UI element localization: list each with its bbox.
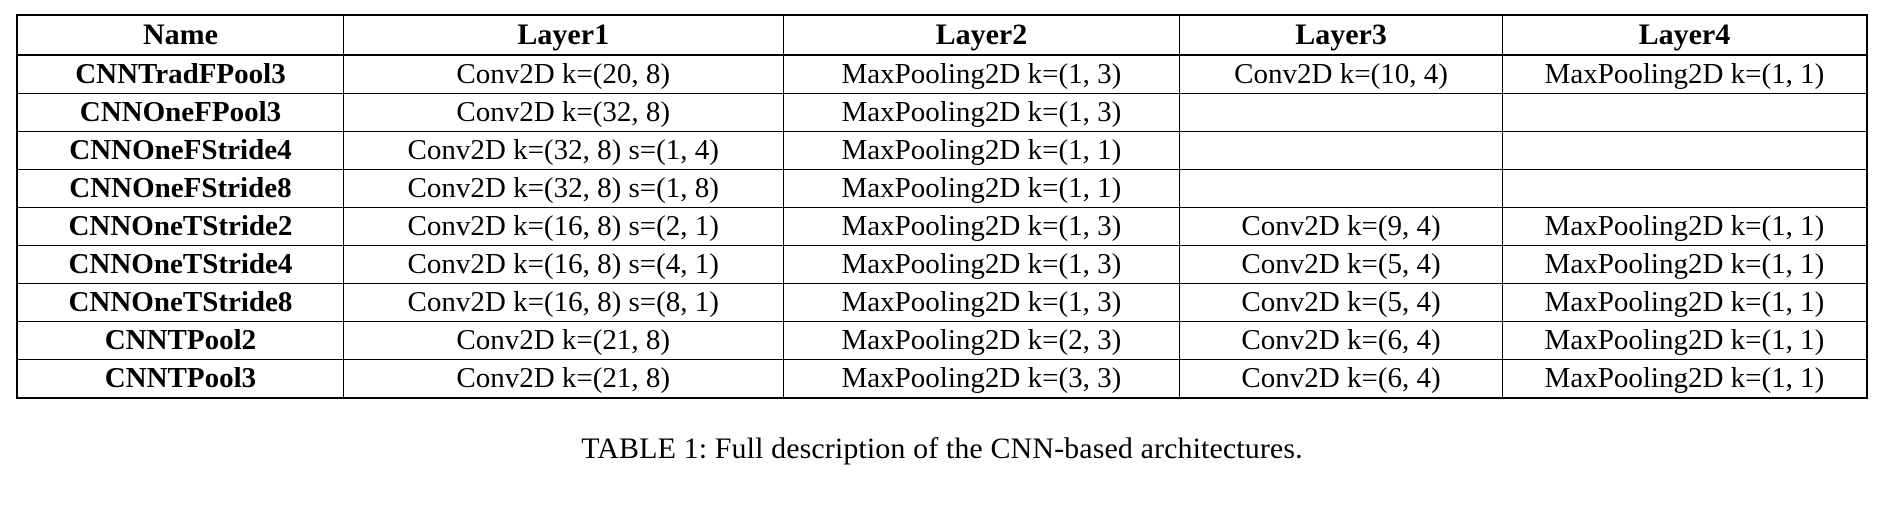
cell-layer2: MaxPooling2D k=(1, 1) [782, 169, 1181, 208]
cell-layer3: Conv2D k=(10, 4) [1179, 54, 1503, 94]
cell-layer1: Conv2D k=(32, 8) s=(1, 8) [342, 169, 784, 208]
column-header-layer4: Layer4 [1501, 14, 1868, 56]
cell-name: CNNOneFStride4 [16, 131, 344, 170]
cell-layer2: MaxPooling2D k=(1, 3) [782, 283, 1181, 322]
cell-layer1: Conv2D k=(16, 8) s=(8, 1) [342, 283, 784, 322]
cell-layer3: Conv2D k=(6, 4) [1179, 359, 1503, 399]
cell-layer4: MaxPooling2D k=(1, 1) [1501, 359, 1868, 399]
cell-layer1: Conv2D k=(21, 8) [342, 321, 784, 360]
cell-layer4: MaxPooling2D k=(1, 1) [1501, 245, 1868, 284]
cell-layer4 [1501, 93, 1868, 132]
table-row: CNNOneTStride2 Conv2D k=(16, 8) s=(2, 1)… [16, 207, 1868, 246]
table-caption: TABLE 1: Full description of the CNN-bas… [581, 432, 1303, 465]
cell-name: CNNTPool2 [16, 321, 344, 360]
cell-layer1: Conv2D k=(32, 8) s=(1, 4) [342, 131, 784, 170]
table-row: CNNTradFPool3 Conv2D k=(20, 8) MaxPoolin… [16, 54, 1868, 94]
cell-layer2: MaxPooling2D k=(1, 3) [782, 245, 1181, 284]
cell-layer2: MaxPooling2D k=(1, 3) [782, 207, 1181, 246]
column-header-name: Name [16, 14, 344, 56]
cell-layer4 [1501, 131, 1868, 170]
cell-layer3 [1179, 93, 1503, 132]
column-header-layer2: Layer2 [782, 14, 1181, 56]
cell-layer3: Conv2D k=(5, 4) [1179, 283, 1503, 322]
cell-layer2: MaxPooling2D k=(1, 1) [782, 131, 1181, 170]
cell-name: CNNTPool3 [16, 359, 344, 399]
cell-layer3: Conv2D k=(5, 4) [1179, 245, 1503, 284]
cell-layer2: MaxPooling2D k=(2, 3) [782, 321, 1181, 360]
cell-layer3 [1179, 131, 1503, 170]
table-row: CNNOneFStride8 Conv2D k=(32, 8) s=(1, 8)… [16, 169, 1868, 208]
cell-layer2: MaxPooling2D k=(1, 3) [782, 93, 1181, 132]
cell-name: CNNOneFStride8 [16, 169, 344, 208]
cell-layer1: Conv2D k=(21, 8) [342, 359, 784, 399]
cell-layer1: Conv2D k=(32, 8) [342, 93, 784, 132]
table-row: CNNOneTStride4 Conv2D k=(16, 8) s=(4, 1)… [16, 245, 1868, 284]
cell-layer1: Conv2D k=(16, 8) s=(2, 1) [342, 207, 784, 246]
cell-layer3: Conv2D k=(6, 4) [1179, 321, 1503, 360]
cell-layer4: MaxPooling2D k=(1, 1) [1501, 54, 1868, 94]
cell-name: CNNOneTStride8 [16, 283, 344, 322]
cell-layer4: MaxPooling2D k=(1, 1) [1501, 283, 1868, 322]
column-header-layer1: Layer1 [342, 14, 784, 56]
header-row: Name Layer1 Layer2 Layer3 Layer4 [16, 14, 1868, 56]
cell-name: CNNTradFPool3 [16, 54, 344, 94]
column-header-layer3: Layer3 [1179, 14, 1503, 56]
cell-layer1: Conv2D k=(16, 8) s=(4, 1) [342, 245, 784, 284]
table-row: CNNTPool3 Conv2D k=(21, 8) MaxPooling2D … [16, 359, 1868, 399]
cell-layer2: MaxPooling2D k=(1, 3) [782, 54, 1181, 94]
table-row: CNNOneFStride4 Conv2D k=(32, 8) s=(1, 4)… [16, 131, 1868, 170]
cnn-architectures-table: Name Layer1 Layer2 Layer3 Layer4 CNNTrad… [16, 14, 1868, 399]
cell-name: CNNOneTStride2 [16, 207, 344, 246]
table-row: CNNOneFPool3 Conv2D k=(32, 8) MaxPooling… [16, 93, 1868, 132]
table-row: CNNTPool2 Conv2D k=(21, 8) MaxPooling2D … [16, 321, 1868, 360]
cell-layer4 [1501, 169, 1868, 208]
cell-layer3: Conv2D k=(9, 4) [1179, 207, 1503, 246]
table-row: CNNOneTStride8 Conv2D k=(16, 8) s=(8, 1)… [16, 283, 1868, 322]
cell-layer1: Conv2D k=(20, 8) [342, 54, 784, 94]
cell-layer4: MaxPooling2D k=(1, 1) [1501, 207, 1868, 246]
cell-name: CNNOneFPool3 [16, 93, 344, 132]
cell-layer4: MaxPooling2D k=(1, 1) [1501, 321, 1868, 360]
cell-name: CNNOneTStride4 [16, 245, 344, 284]
table-header: Name Layer1 Layer2 Layer3 Layer4 [16, 14, 1868, 56]
table-body: CNNTradFPool3 Conv2D k=(20, 8) MaxPoolin… [16, 54, 1868, 399]
cell-layer3 [1179, 169, 1503, 208]
cell-layer2: MaxPooling2D k=(3, 3) [782, 359, 1181, 399]
